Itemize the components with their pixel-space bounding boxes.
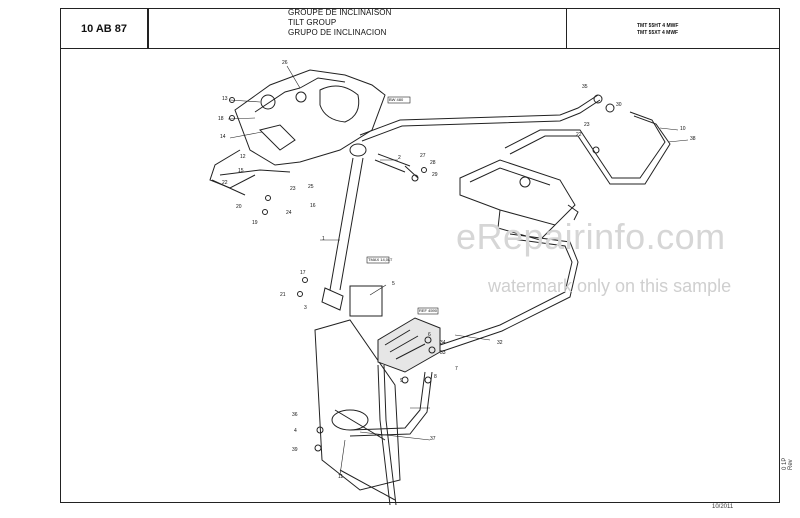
callout-number: 28 [430, 160, 436, 166]
callout-number: 4 [294, 428, 297, 434]
callout-number: 8 [434, 374, 437, 380]
leader-lines [227, 65, 689, 476]
title-block-divider [60, 48, 780, 49]
model-block: TMT 55HT 4 MWF TMT 55XT 4 MWF [566, 8, 780, 48]
boxed-labels [366, 96, 439, 315]
boxed-label: BW 480 [389, 97, 404, 102]
callout-number: 9 [400, 378, 403, 384]
callout-number: 15 [238, 168, 244, 174]
callout-number: 12 [240, 154, 246, 160]
callout-number: 25 [308, 184, 314, 190]
title-english: TILT GROUP [288, 18, 337, 27]
callout-number: 23 [584, 122, 590, 128]
watermark-site: eRepairinfo.com [456, 216, 726, 257]
callout-number: 27 [420, 153, 426, 159]
control-valve [349, 285, 441, 373]
callout-number: 3 [304, 305, 307, 311]
carriage-bracket [209, 69, 386, 196]
model-line-2: TMT 55XT 4 MWF [637, 30, 679, 36]
callout-number: 26 [282, 60, 288, 66]
revision-code: 0 1P Rev [782, 457, 794, 470]
callout-number: 19 [252, 220, 258, 226]
boxed-label: REF 4590 [419, 308, 438, 313]
title-french: GROUPE DE INCLINAISON [288, 8, 392, 17]
callout-number: 16 [310, 203, 316, 209]
page-reference: 10 AB 87 [60, 8, 148, 48]
callout-number: 34 [440, 340, 446, 346]
callout-number: 18 [218, 116, 224, 122]
callout-number: 36 [292, 412, 298, 418]
callout-number: 29 [432, 172, 438, 178]
title-spanish: GRUPO DE INCLINACION [288, 28, 387, 37]
upper-pipes [359, 94, 671, 185]
callout-number: 20 [236, 204, 242, 210]
watermark-note: watermark only on this sample [488, 276, 732, 296]
callout-number: 21 [280, 292, 286, 298]
hydraulic-tank [459, 159, 579, 241]
callout-number: 22 [576, 132, 582, 138]
callout-number: 7 [455, 366, 458, 372]
title-block-separator [148, 8, 149, 48]
callout-number: 38 [690, 136, 696, 142]
revision-date: 10/2011 [712, 504, 734, 510]
callout-number: 11 [338, 474, 344, 480]
callout-number: 5 [392, 281, 395, 287]
fittings [229, 97, 436, 452]
callout-number: 24 [286, 210, 292, 216]
callout-number: 39 [292, 447, 298, 453]
lower-pipes [349, 233, 579, 506]
model-line-1: TMT 55HT 4 MWF [637, 23, 679, 29]
callout-number: 23 [290, 186, 296, 192]
callout-number: 6 [428, 332, 431, 338]
callout-number: 14 [220, 134, 226, 140]
callout-number: 30 [616, 102, 622, 108]
callout-number: 10 [680, 126, 686, 132]
callout-number: 32 [497, 340, 503, 346]
callout-number: 13 [222, 96, 228, 102]
tilt-cylinder [321, 143, 419, 311]
title-block: GROUPE DE INCLINAISON TILT GROUP GRUPO D… [148, 8, 566, 48]
callout-number: 1 [322, 236, 325, 242]
callout-number: 33 [440, 350, 446, 356]
callout-number: 22 [222, 180, 228, 186]
callout-number: 37 [430, 436, 436, 442]
callout-number: 35 [582, 84, 588, 90]
boxed-label: TMAX 14,0LT [368, 257, 393, 262]
callout-number: 17 [300, 270, 306, 276]
callout-number: 2 [398, 155, 401, 161]
